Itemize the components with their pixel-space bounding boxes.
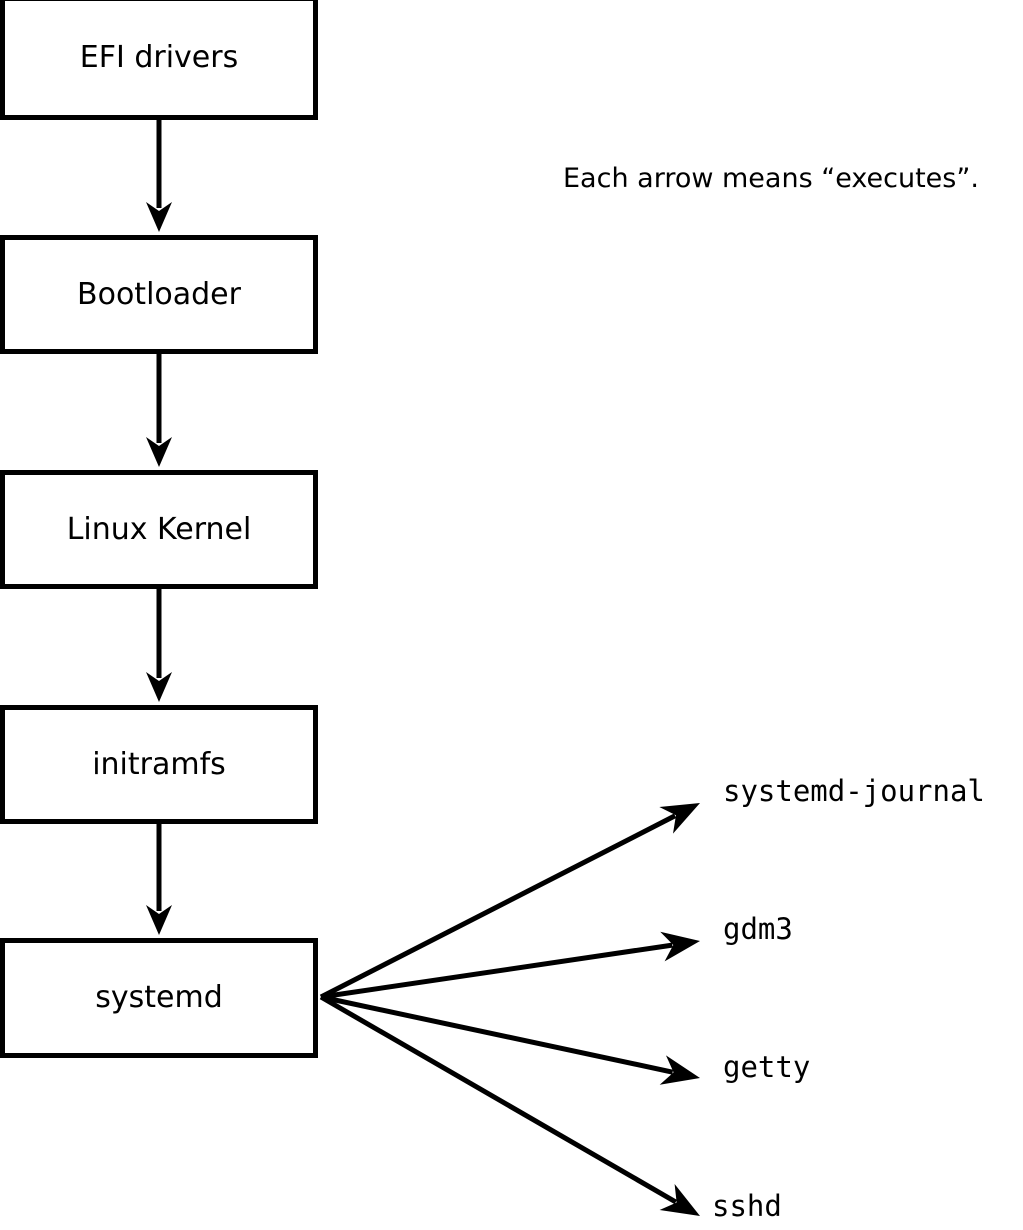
service-label-getty[interactable]: getty: [723, 1050, 811, 1084]
stage-box-initramfs[interactable]: initramfs: [0, 705, 318, 824]
service-label-gdm3[interactable]: gdm3: [723, 912, 793, 946]
chain-arrow-head-bootloader-to-linux-kernel: [146, 437, 172, 467]
fan-arrow-shaft-systemd-to-gdm3: [320, 942, 673, 1000]
stage-label: Linux Kernel: [66, 511, 252, 547]
service-label-systemd-journal[interactable]: systemd-journal: [723, 774, 985, 808]
fan-arrow-group: [319, 803, 700, 1216]
stage-box-systemd[interactable]: systemd: [0, 938, 318, 1058]
stage-box-linux-kernel[interactable]: Linux Kernel: [0, 470, 318, 589]
stage-label: Bootloader: [77, 276, 241, 312]
stage-label: EFI drivers: [79, 40, 239, 75]
chain-arrow-group: [146, 120, 172, 935]
fan-arrow-shaft-systemd-to-systemd-journal: [319, 813, 677, 1000]
fan-arrow-head-systemd-to-gdm3: [660, 931, 700, 962]
fan-arrow-shaft-systemd-to-getty: [320, 994, 674, 1075]
service-label-sshd[interactable]: sshd: [712, 1189, 782, 1223]
fan-arrow-head-systemd-to-sshd: [659, 1184, 700, 1216]
stage-label: systemd: [95, 980, 223, 1015]
fan-arrow-head-systemd-to-systemd-journal: [659, 803, 700, 834]
fan-arrow-shaft-systemd-to-sshd: [319, 994, 678, 1205]
fan-arrow-head-systemd-to-getty: [659, 1055, 700, 1085]
stage-box-bootloader[interactable]: Bootloader: [0, 235, 318, 354]
stage-label: initramfs: [92, 746, 226, 782]
chain-arrow-head-linux-kernel-to-initramfs: [146, 672, 172, 702]
stage-box-efi-drivers[interactable]: EFI drivers: [0, 0, 318, 120]
chain-arrow-head-initramfs-to-systemd: [146, 905, 172, 935]
chain-arrow-head-efi-drivers-to-bootloader: [146, 202, 172, 232]
legend-note: Each arrow means “executes”.: [563, 163, 979, 194]
